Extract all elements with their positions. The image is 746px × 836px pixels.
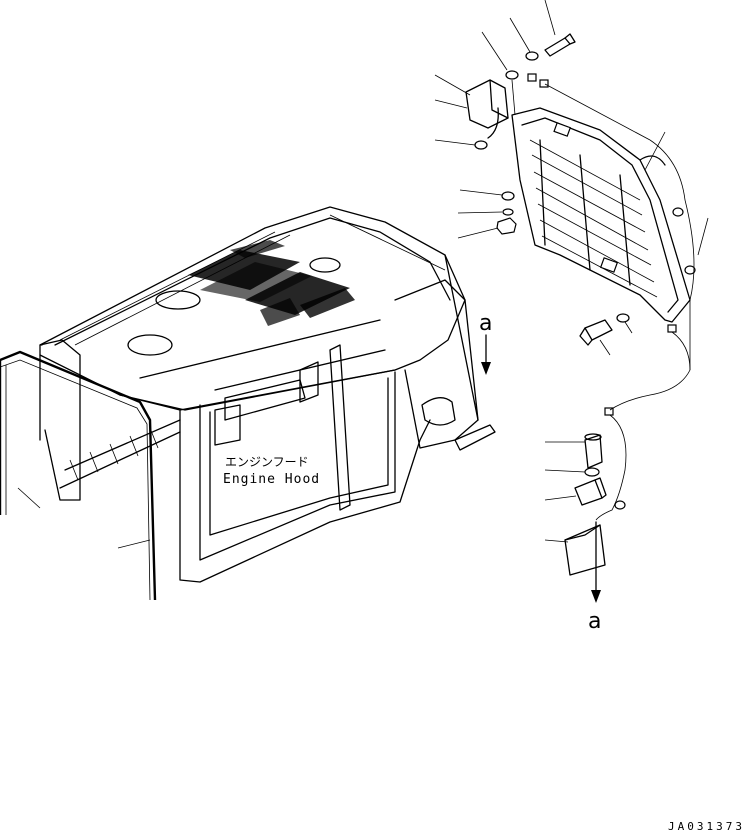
reference-arrow-top xyxy=(481,334,491,375)
top-hardware xyxy=(505,33,651,141)
hood-vents xyxy=(188,240,355,326)
part-label-jp: エンジンフード xyxy=(225,455,309,469)
reference-marker-top: a xyxy=(479,311,492,336)
reference-marker-bottom: a xyxy=(588,609,601,634)
radiator-grille xyxy=(511,107,691,323)
reference-arrow-bottom xyxy=(591,521,601,603)
washer-stack xyxy=(496,191,517,235)
side-stops xyxy=(667,207,696,333)
hinge-bolt xyxy=(579,313,630,346)
hood-seal xyxy=(0,350,157,601)
part-label-en: Engine Hood xyxy=(223,472,320,487)
lamp-assembly xyxy=(465,79,509,150)
wire-harness xyxy=(595,139,695,521)
switch-assembly xyxy=(564,407,626,576)
leader-lines xyxy=(17,0,709,549)
drawing-code: JA031373 xyxy=(668,820,745,833)
engine-hood xyxy=(39,206,496,583)
